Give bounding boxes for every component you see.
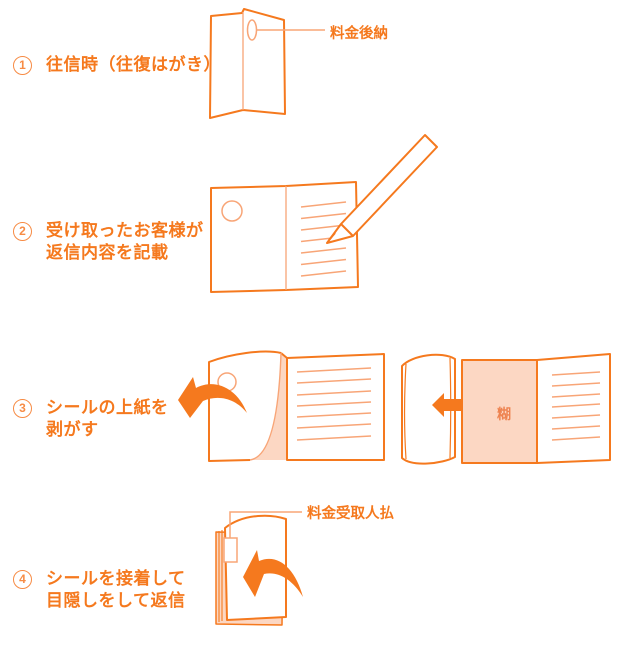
step-4-text-line-1: シールを接着して	[46, 569, 186, 588]
step-2-text-line-2: 返信内容を記載	[46, 243, 169, 262]
peel-seal-illustration	[178, 350, 385, 462]
lifted-page-outline	[208, 350, 282, 462]
spine-peak	[280, 352, 288, 359]
step-2-number: 2	[13, 222, 32, 241]
postage-recipient-paid-callout: 料金受取人払	[307, 506, 394, 522]
glue-panel	[461, 359, 538, 464]
step-3-text-line-1: シールの上紙を	[46, 398, 169, 417]
glue-layer-illustration	[401, 353, 611, 465]
glue-label: 糊	[497, 406, 511, 422]
writing-reply-illustration	[210, 134, 438, 293]
fold-arrow-icon	[243, 550, 303, 597]
step-3-text-line-2: 剥がす	[46, 420, 99, 439]
step-3-number: 3	[13, 399, 32, 418]
postage-deferred-callout: 料金後納	[330, 26, 388, 42]
seal-strip	[250, 353, 287, 460]
peeled-sheet	[401, 353, 456, 465]
circle-mark	[221, 200, 243, 222]
step-4-text-line-2: 目隠しをして返信	[46, 591, 186, 610]
right-page	[286, 353, 385, 461]
reply-paid-stamp	[223, 537, 238, 563]
step-2-text-line-1: 受け取ったお客様が	[46, 221, 204, 240]
writing-lines	[296, 367, 372, 441]
lifted-page	[209, 351, 281, 461]
left-arrow-icon	[432, 393, 461, 417]
outbound-postcard-illustration	[209, 8, 325, 119]
step-4-number: 4	[13, 570, 32, 589]
page-curl-edge	[249, 352, 282, 461]
callout-line	[229, 511, 302, 538]
folded-postcard-shape	[209, 8, 286, 119]
step-1-number: 1	[13, 56, 32, 75]
right-page	[536, 353, 611, 464]
postage-mark-oval	[246, 19, 258, 41]
peel-arrow-icon	[178, 377, 247, 418]
pencil-icon	[326, 134, 438, 244]
seal-return-illustration	[215, 511, 303, 626]
writing-lines	[551, 371, 601, 441]
step-1-text-line-1: 往信時（往復はがき）	[46, 55, 221, 74]
